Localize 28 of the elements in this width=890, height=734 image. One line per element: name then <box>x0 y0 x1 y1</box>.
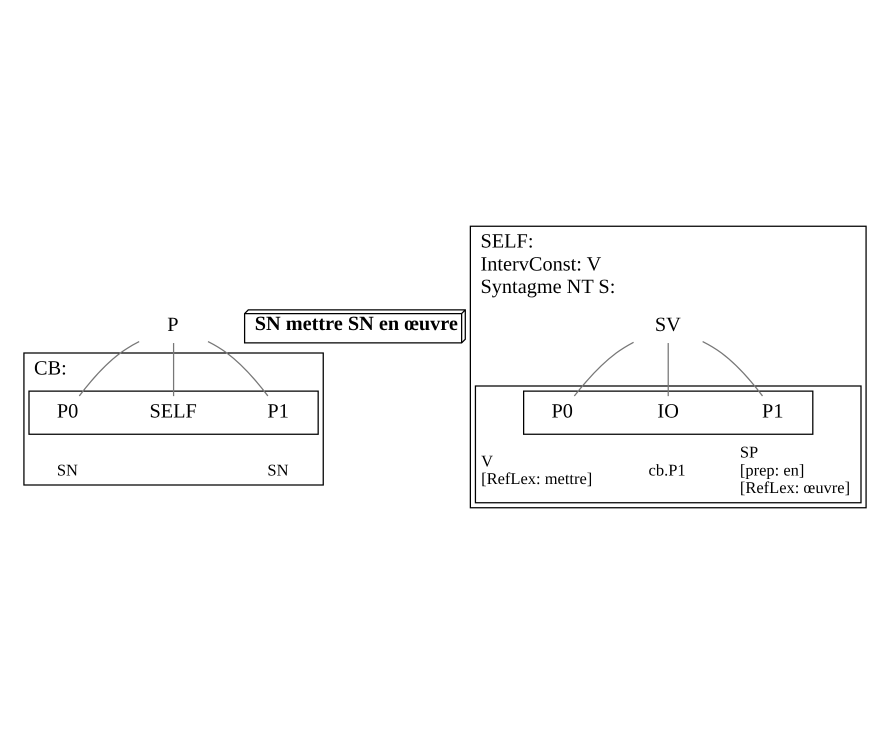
connector <box>668 343 669 396</box>
connector <box>208 341 268 396</box>
node-text: P1 <box>267 400 289 422</box>
cluster <box>23 352 324 486</box>
connector <box>574 342 634 396</box>
cluster <box>523 390 814 435</box>
node-label: SN <box>267 460 288 480</box>
node-label: SP <box>740 442 758 462</box>
node-text: P <box>167 314 179 336</box>
node-label: SN <box>56 460 78 480</box>
cluster <box>474 385 862 504</box>
node-text: P1 <box>762 400 784 422</box>
connector <box>78 341 140 396</box>
node-label: cb.P1 <box>648 460 686 480</box>
node-text: SV <box>654 314 681 336</box>
node-label: CB: <box>34 357 67 380</box>
node-text: SELF <box>149 400 197 422</box>
node-label: [prep: en] <box>740 460 804 480</box>
node-label: [RefLex: mettre] <box>481 469 592 488</box>
node-label: SELF: <box>480 230 534 253</box>
cluster <box>28 390 319 435</box>
node-label: [RefLex: œuvre] <box>740 478 850 498</box>
node-text: P0 <box>56 400 78 422</box>
connector <box>172 343 174 396</box>
node-text: IO <box>657 400 679 422</box>
node-label: V <box>481 451 494 470</box>
connector <box>702 341 763 396</box>
node-text: P0 <box>552 400 573 422</box>
